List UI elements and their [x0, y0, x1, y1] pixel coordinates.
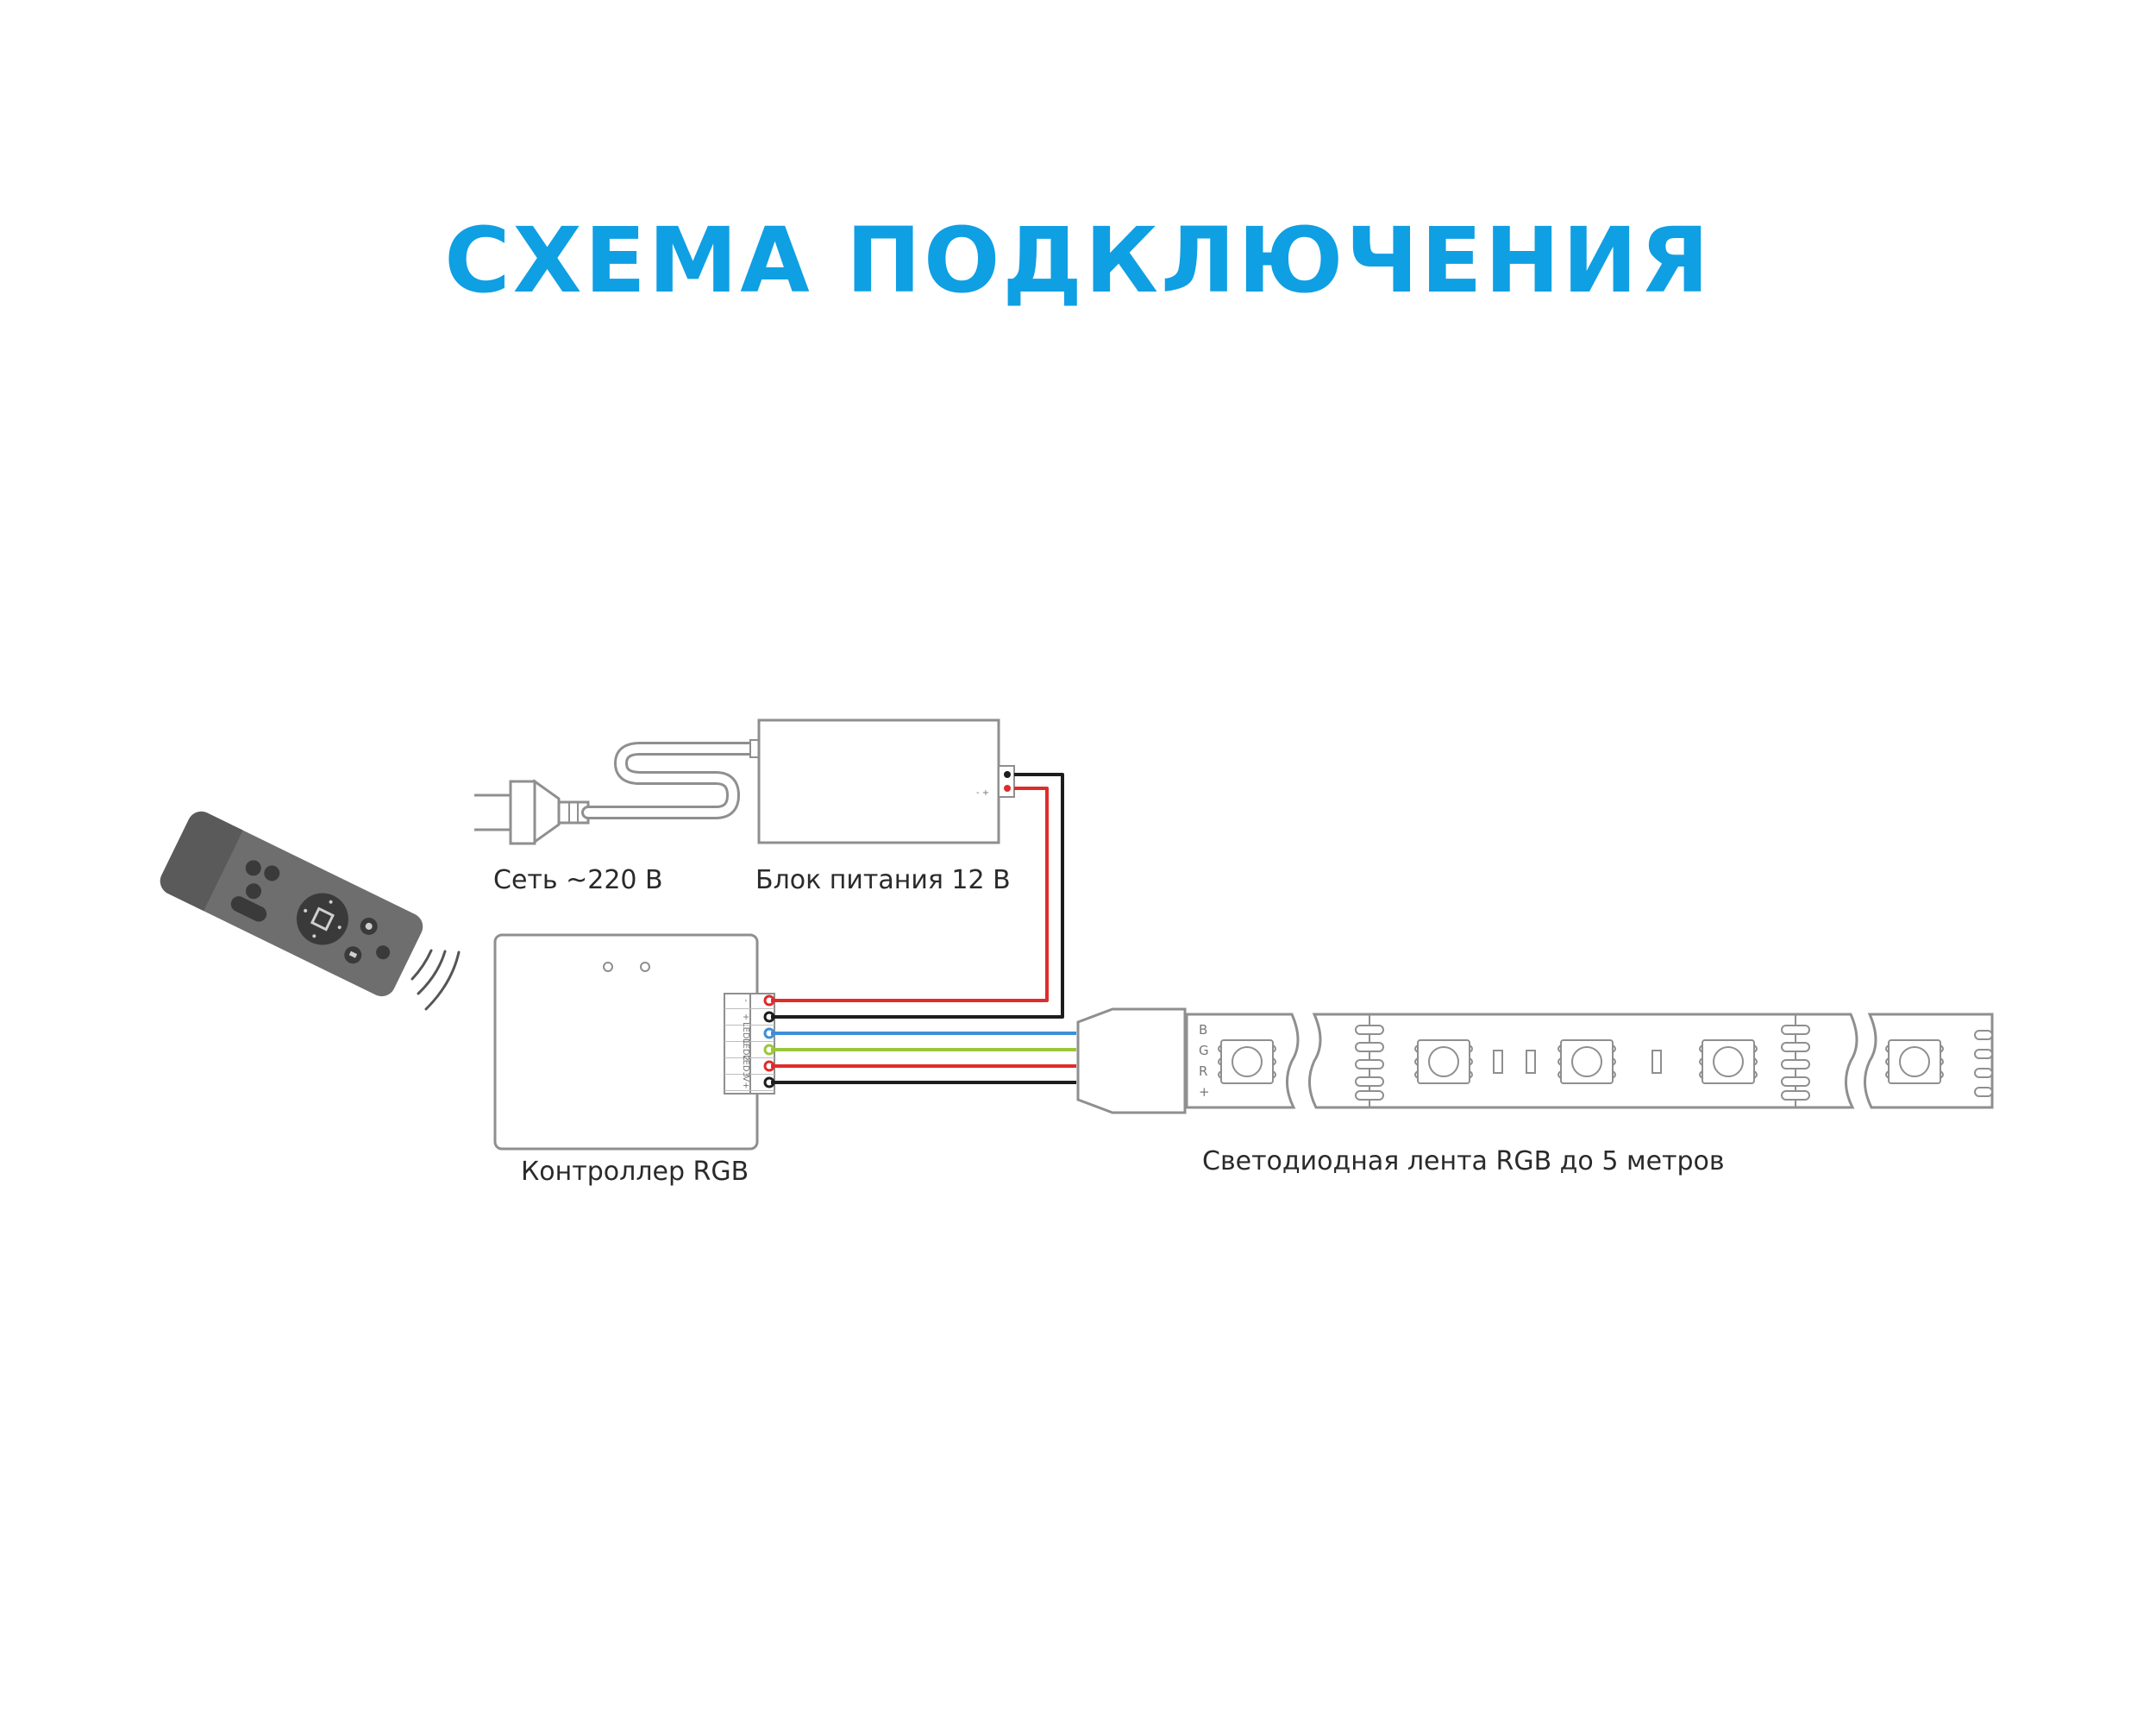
strip-pin-label: B — [1199, 1022, 1207, 1038]
remote-button-icon — [230, 896, 267, 922]
power-supply-box: - + — [749, 718, 1015, 844]
wireless-signal-icon — [411, 949, 461, 1011]
controller-pin-label: + — [741, 1013, 750, 1020]
led-chip-icon — [1218, 1039, 1276, 1084]
led-chip-icon — [1414, 1039, 1473, 1084]
solder-pads-icon — [1355, 1014, 1384, 1107]
label-led-strip: Светодиодная лента RGB до 5 метров — [1202, 1146, 1725, 1176]
remote-button-icon — [376, 945, 391, 960]
controller-pin-label: LED3 — [741, 1055, 750, 1077]
label-controller: Контроллер RGB — [521, 1157, 749, 1187]
strip-pin-label: + — [1199, 1084, 1210, 1100]
controller-box — [493, 933, 775, 1151]
remote-button-icon — [246, 883, 262, 900]
led-strip: BGR + — [1185, 1013, 1994, 1109]
controller-pin-label: LED1 — [741, 1022, 750, 1044]
strip-pin-label: G — [1199, 1043, 1209, 1058]
remote-button-icon — [264, 865, 280, 881]
wires — [771, 773, 1076, 1084]
led-chip-icon — [1885, 1039, 1944, 1084]
mains-plug — [474, 779, 590, 845]
solder-pads-icon — [1781, 1014, 1810, 1107]
led-chip-icon — [1699, 1039, 1758, 1084]
page-title: СХЕМА ПОДКЛЮЧЕНИЯ — [444, 208, 1712, 313]
remote-dpad-icon — [296, 893, 348, 945]
wire-black-power — [771, 773, 1064, 1019]
remote-button-icon — [245, 860, 261, 876]
strip-pin-label: R — [1199, 1063, 1207, 1079]
psu-pin-label: - + — [976, 788, 989, 798]
led-chip-icon — [1557, 1039, 1616, 1084]
controller-pin-label: - — [741, 999, 750, 1002]
label-mains: Сеть ~220 В — [493, 865, 663, 895]
strip-connector — [1076, 1007, 1187, 1114]
solder-pads-icon — [1974, 1030, 1993, 1097]
wire-red-power — [771, 787, 1049, 1002]
controller-pin-label: V+ — [741, 1076, 750, 1088]
controller-pin-label: LED2 — [741, 1038, 750, 1061]
remote-control — [160, 811, 423, 997]
resistor-icon — [1651, 1050, 1662, 1074]
resistor-icon — [1493, 1050, 1503, 1074]
label-power-supply: Блок питания 12 В — [755, 865, 1011, 895]
resistor-icon — [1526, 1050, 1536, 1074]
